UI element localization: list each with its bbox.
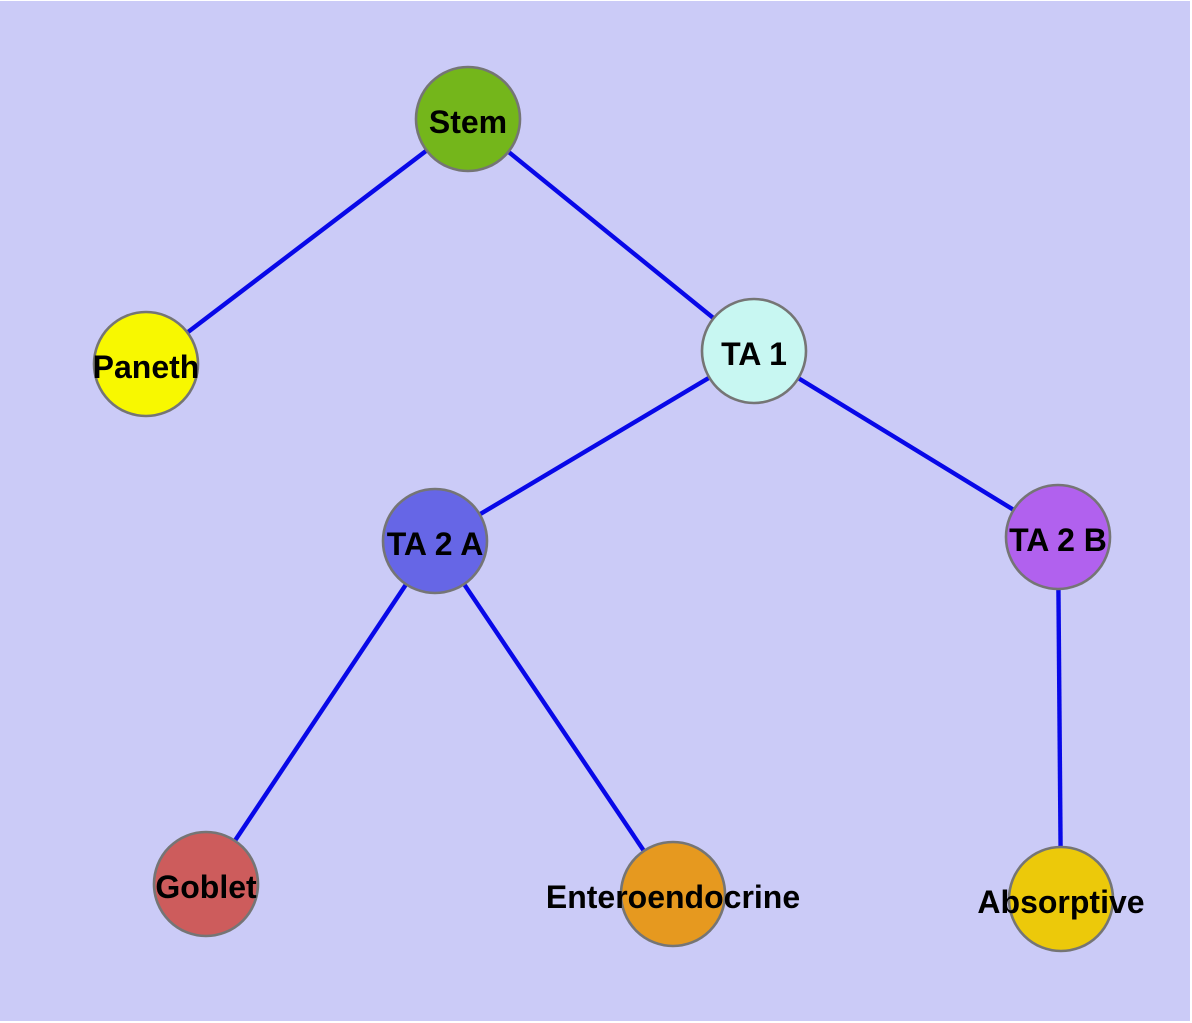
node-circle-ta2a[interactable]	[381, 487, 489, 595]
node-label-ta1: TA 1	[721, 336, 787, 372]
node-label-stem: Stem	[429, 104, 507, 140]
node-circle-paneth[interactable]	[92, 310, 200, 418]
node-label-goblet: Goblet	[155, 869, 257, 905]
node-goblet[interactable]: Goblet	[152, 830, 260, 938]
node-label-ta2a: TA 2 A	[387, 526, 484, 562]
node-circle-absorptive[interactable]	[1007, 845, 1115, 953]
node-ta2b[interactable]: TA 2 B	[1004, 483, 1112, 591]
node-ta2a[interactable]: TA 2 A	[381, 487, 489, 595]
node-circle-ta2b[interactable]	[1004, 483, 1112, 591]
node-label-ta2b: TA 2 B	[1009, 522, 1107, 558]
edge-stem-paneth	[144, 117, 470, 366]
node-circle-ta1[interactable]	[700, 297, 808, 405]
node-enteroendocrine[interactable]: Enteroendocrine	[546, 840, 800, 948]
edge-ta2a-enteroendocrine	[433, 539, 675, 896]
node-paneth[interactable]: Paneth	[92, 310, 200, 418]
edge-stem-ta1	[466, 117, 756, 353]
node-circle-stem[interactable]	[414, 65, 522, 173]
node-absorptive[interactable]: Absorptive	[977, 845, 1145, 953]
node-stem[interactable]: Stem	[414, 65, 522, 173]
node-circle-enteroendocrine[interactable]	[619, 840, 727, 948]
edge-ta2a-goblet	[204, 539, 437, 886]
node-label-paneth: Paneth	[93, 349, 200, 385]
node-label-enteroendocrine: Enteroendocrine	[546, 879, 800, 915]
node-label-absorptive: Absorptive	[977, 884, 1144, 920]
edge-ta1-ta2b	[752, 349, 1060, 539]
edge-ta2b-absorptive	[1055, 536, 1064, 900]
node-ta1[interactable]: TA 1	[700, 297, 808, 405]
node-circle-goblet[interactable]	[152, 830, 260, 938]
edge-ta1-ta2a	[433, 349, 756, 543]
